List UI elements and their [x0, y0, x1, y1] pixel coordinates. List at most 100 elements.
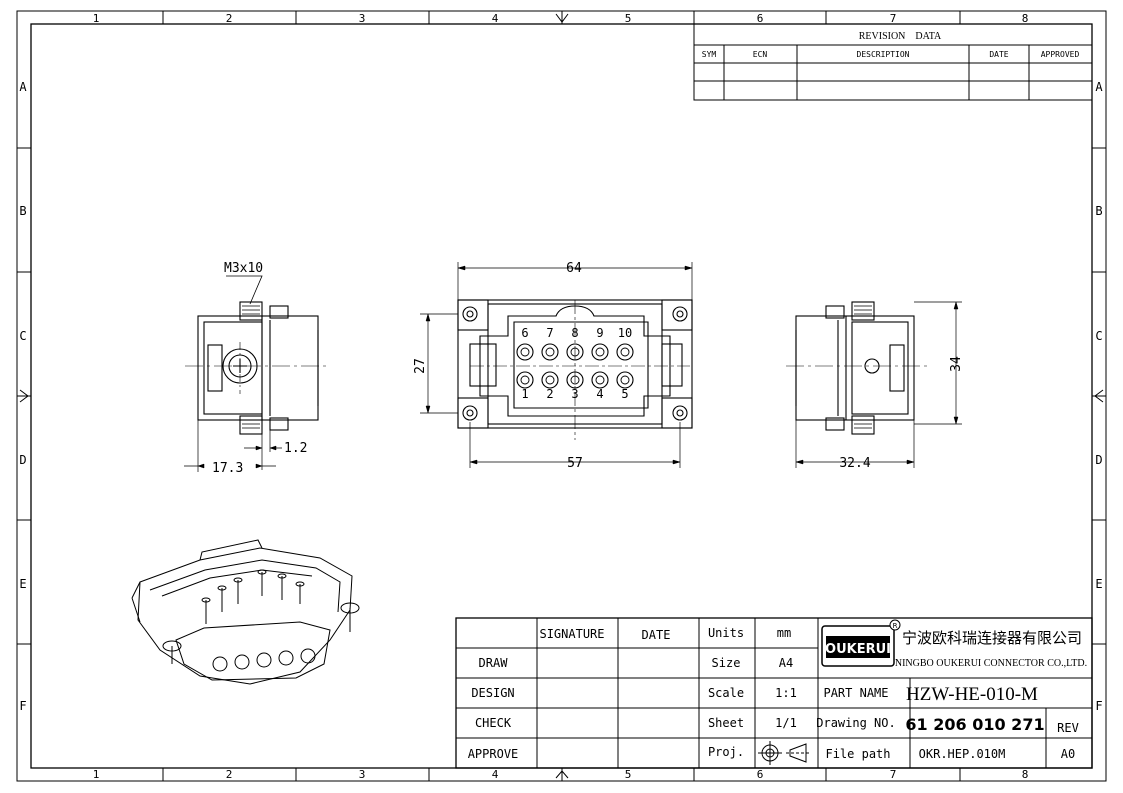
rev-value: A0 [1061, 747, 1075, 761]
dim-thread-label: M3x10 [224, 261, 263, 276]
pin-number-label: 6 [521, 326, 528, 340]
pin-number-label: 9 [596, 326, 603, 340]
row-label-right: A [1095, 80, 1103, 94]
revision-header-approved: APPROVED [1041, 50, 1080, 59]
logo-text: OUKERUI [825, 642, 891, 657]
row-label-left: C [19, 329, 26, 343]
col-label-bottom: 4 [492, 768, 499, 781]
dim-32-4: 32.4 [839, 456, 870, 471]
col-label-bottom: 5 [625, 768, 632, 781]
row-label-left: E [19, 577, 26, 591]
pin-number-label: 4 [596, 387, 603, 401]
col-label-bottom: 1 [93, 768, 100, 781]
dim-34: 34 [949, 356, 964, 372]
border-column-labels: 1 2 3 4 5 6 7 8 1 2 3 4 5 6 7 8 [93, 12, 1029, 781]
role-approve: APPROVE [468, 747, 519, 761]
sheet-label: Sheet [708, 716, 744, 730]
oukerui-logo: OUKERUI R [821, 619, 901, 667]
revision-table: REVISION DATA SYM ECN DESCRIPTION DATE A… [693, 23, 1093, 101]
isometric-view [131, 539, 360, 685]
pin-number-label: 5 [621, 387, 628, 401]
pin-number-label: 10 [618, 326, 632, 340]
size-label: Size [712, 656, 741, 670]
revision-header-sym: SYM [702, 50, 717, 59]
pin-number-label: 2 [546, 387, 553, 401]
units-value: mm [777, 626, 791, 640]
drawing-no-value: 61 206 010 271 [905, 715, 1044, 734]
row-label-right: C [1095, 329, 1102, 343]
dim-57: 57 [567, 456, 583, 471]
pin-number-label: 1 [521, 387, 528, 401]
row-label-left: B [19, 204, 26, 218]
pin-contact-core [545, 347, 555, 357]
units-label: Units [708, 626, 744, 640]
pin-contact-core [520, 347, 530, 357]
pin-contact [566, 371, 584, 389]
col-label-top: 7 [890, 12, 897, 25]
col-label-top: 3 [359, 12, 366, 25]
row-label-right: F [1095, 699, 1102, 713]
revision-header-ecn: ECN [753, 50, 768, 59]
col-label-top: 5 [625, 12, 632, 25]
col-label-bottom: 8 [1022, 768, 1029, 781]
row-label-right: D [1095, 453, 1102, 467]
pin-contact [591, 371, 609, 389]
pin-contact-core [570, 375, 580, 385]
revision-header-description: DESCRIPTION [857, 50, 910, 59]
pin-contact-core [545, 375, 555, 385]
date-header: DATE [642, 628, 671, 642]
title-block-frame [455, 617, 1093, 769]
border-row-labels: A B C D E F A B C D E F [19, 80, 1103, 713]
row-label-right: E [1095, 577, 1102, 591]
pin-contact [566, 343, 584, 361]
projection-symbol-icon [758, 741, 810, 765]
revision-title: REVISION DATA [859, 31, 942, 42]
role-check: CHECK [475, 716, 512, 730]
col-label-top: 1 [93, 12, 100, 25]
scale-label: Scale [708, 686, 744, 700]
pin-contact-core [595, 375, 605, 385]
pin-contact [616, 371, 634, 389]
col-label-top: 4 [492, 12, 499, 25]
pin-contact [516, 343, 534, 361]
sheet-value: 1/1 [775, 716, 797, 730]
size-value: A4 [779, 656, 793, 670]
pin-contact-core [620, 375, 630, 385]
row-label-left: A [19, 80, 27, 94]
part-name-label: PART NAME [823, 686, 888, 700]
col-label-top: 8 [1022, 12, 1029, 25]
col-label-bottom: 2 [226, 768, 233, 781]
row-label-right: B [1095, 204, 1102, 218]
proj-label: Proj. [708, 745, 744, 759]
side-view-right [786, 301, 962, 468]
scale-value: 1:1 [775, 686, 797, 700]
file-path-label: File path [825, 747, 890, 761]
pin-contact-core [620, 347, 630, 357]
signature-header: SIGNATURE [539, 627, 604, 641]
pin-contact-core [520, 375, 530, 385]
revision-header-date: DATE [989, 50, 1008, 59]
front-view [420, 262, 693, 468]
pin-contact-core [595, 347, 605, 357]
col-label-bottom: 3 [359, 768, 366, 781]
rev-label: REV [1057, 721, 1079, 735]
pin-contact [541, 371, 559, 389]
side-view-left [184, 275, 328, 472]
dim-17-3: 17.3 [212, 461, 243, 476]
pin-contact [516, 371, 534, 389]
dim-64: 64 [566, 261, 582, 276]
col-label-top: 6 [757, 12, 764, 25]
company-name-cn: 宁波欧科瑞连接器有限公司 [902, 629, 1082, 647]
pin-contact [616, 343, 634, 361]
pin-number-label: 7 [546, 326, 553, 340]
pin-contact [541, 343, 559, 361]
role-draw: DRAW [479, 656, 509, 670]
company-name-en: NINGBO OUKERUI CONNECTOR CO.,LTD. [895, 658, 1087, 669]
role-design: DESIGN [471, 686, 514, 700]
row-label-left: F [19, 699, 26, 713]
pin-number-label: 8 [571, 326, 578, 340]
drawing-no-label: Drawing NO. [816, 716, 895, 730]
col-label-bottom: 7 [890, 768, 897, 781]
